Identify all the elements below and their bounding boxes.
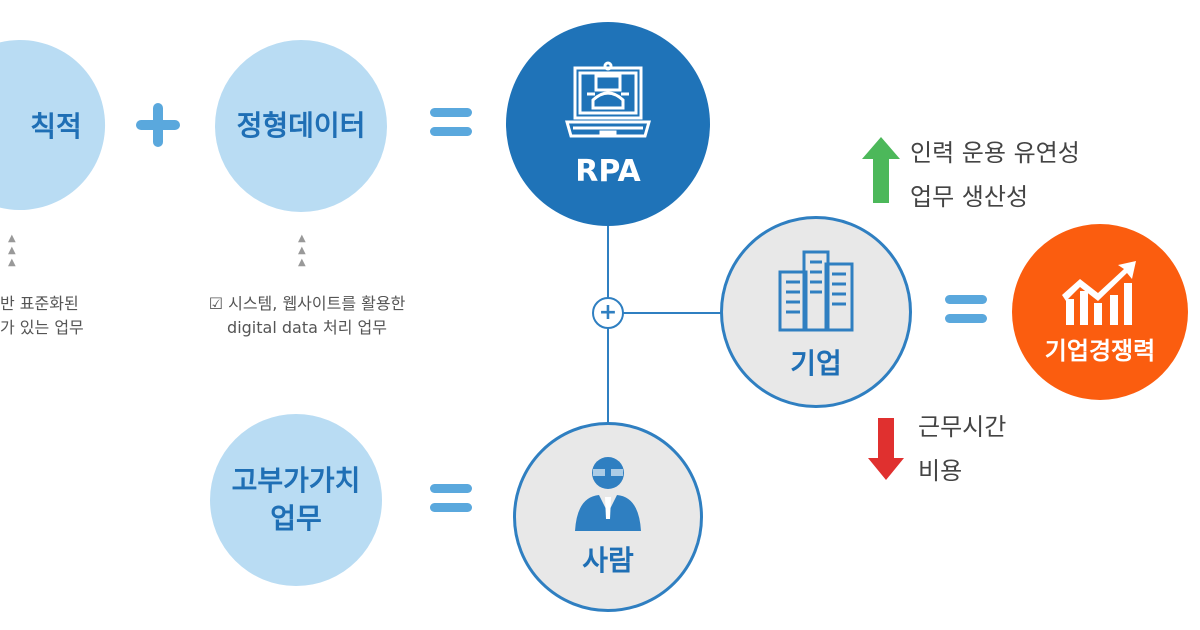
plus-node: + [592,297,624,329]
person-circle: 사람 [513,422,703,612]
robot-laptop-icon [565,61,651,137]
equals-icon [430,484,472,522]
businessman-icon [575,457,641,531]
plus-icon [136,103,180,147]
rpa-circle: RPA [506,22,710,226]
buildings-icon [778,250,854,332]
left-dots: ▲▲▲ [8,233,16,268]
competitiveness-label: 기업경쟁력 [1044,336,1156,365]
high-value-label-2: 업무 [270,502,322,535]
structured-dots: ▲▲▲ [298,233,306,268]
company-circle: 기업 [720,216,912,408]
company-label: 기업 [790,347,842,380]
equals-icon [430,108,472,146]
person-label: 사람 [582,544,634,577]
rule-circle-shape [0,40,105,210]
high-value-label-1: 고부가가치 [231,464,361,497]
equals-icon [945,295,987,333]
high-value-circle: 고부가가치 업무 [210,414,382,586]
rule-circle: 칙적 [0,40,106,210]
arrow-down-icon [868,418,904,480]
decrease-list: 근무시간 비용 [918,413,1007,485]
rpa-label: RPA [575,153,641,189]
increase-list: 인력 운용 유연성 업무 생산성 [910,139,1080,211]
structured-data-label: 정형데이터 [236,109,366,142]
left-note: 반 표준화된 가 있는 업무 [0,294,84,337]
growth-chart-icon [1062,260,1136,325]
rule-label: 칙적 [30,110,82,143]
structured-note: ☑ 시스템, 웹사이트를 활용한 digital data 처리 업무 [208,294,406,337]
structured-data-circle: 정형데이터 [215,40,387,212]
arrow-up-icon [862,137,900,203]
competitiveness-circle: 기업경쟁력 [1012,224,1188,400]
connector-horizontal [608,312,723,314]
